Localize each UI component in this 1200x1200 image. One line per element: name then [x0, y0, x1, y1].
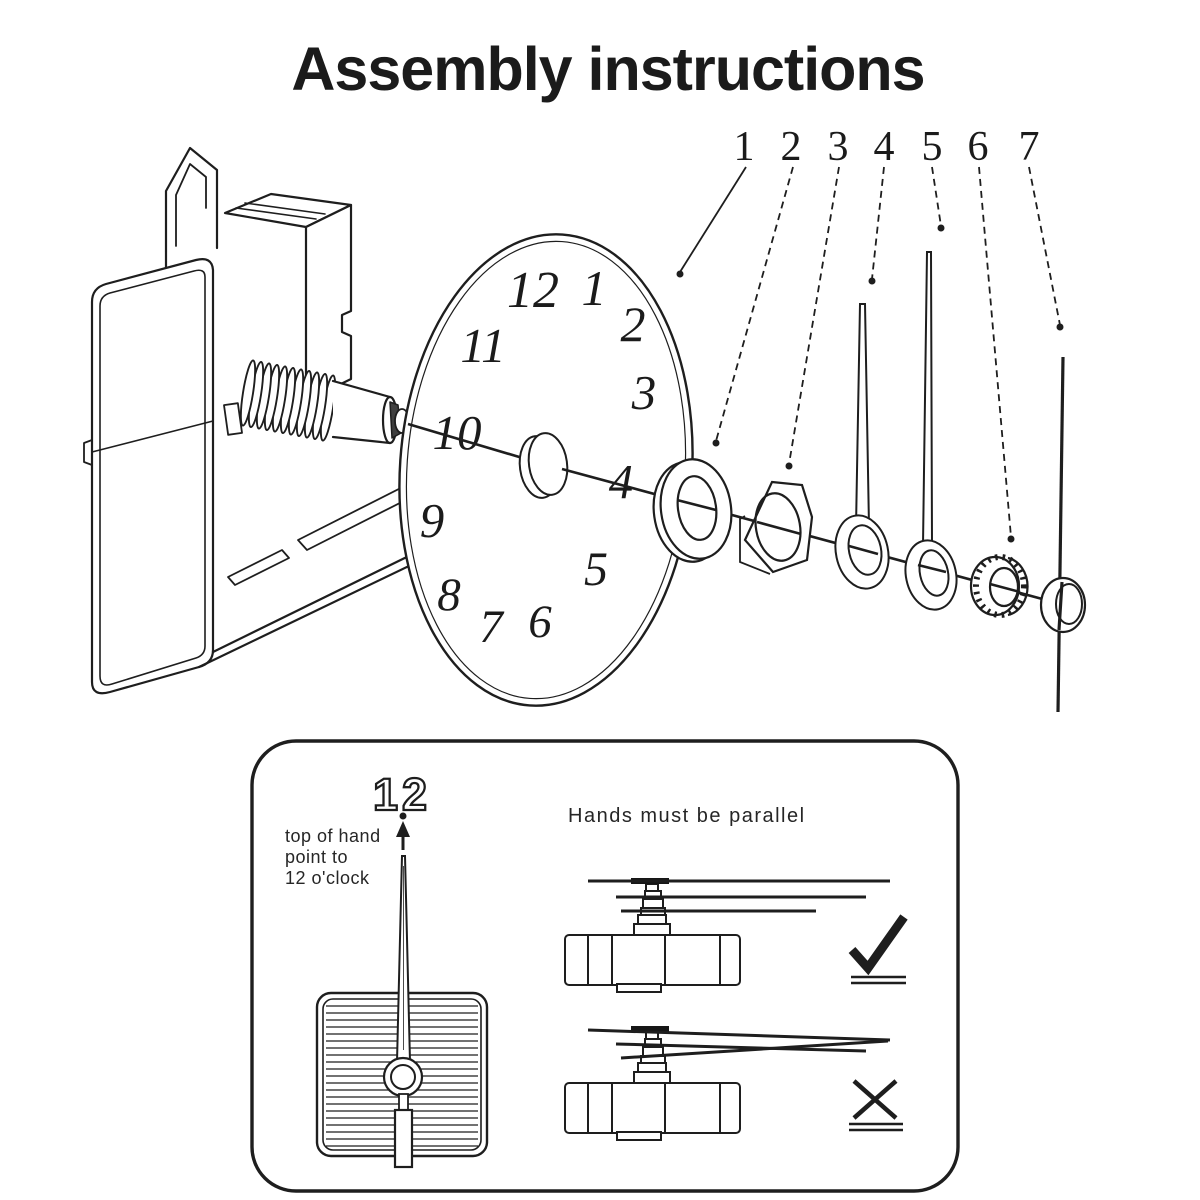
part-number-4: 4 [874, 124, 895, 170]
panel-pendulum-tab [393, 1108, 414, 1169]
panel-dial-12: 12 [373, 769, 431, 820]
dial-numeral: 6 [528, 596, 552, 648]
movement-right-face [304, 203, 353, 403]
page-title: Assembly instructions [291, 35, 924, 103]
part-leader-lines [679, 166, 1061, 538]
panel-movement-front [315, 855, 489, 1169]
dial-center-hole [518, 432, 569, 499]
part-number-5: 5 [922, 124, 943, 170]
dial-numeral: 11 [460, 318, 505, 373]
leader-line-7 [1028, 166, 1061, 326]
leader-line-5 [931, 166, 942, 227]
axis-line [407, 422, 527, 461]
second-hand [1039, 356, 1087, 713]
threaded-shaft [239, 359, 337, 442]
dial-numeral: 1 [582, 260, 607, 316]
dial-numeral: 12 [507, 262, 559, 319]
dial-numeral: 9 [420, 493, 445, 548]
hand-note: top of hand point to 12 o'clock [285, 826, 381, 888]
movement-latch [223, 402, 243, 436]
leader-line-6 [978, 166, 1012, 538]
part-number-7: 7 [1019, 124, 1040, 170]
hex-nut [739, 480, 814, 575]
leader-dots [676, 224, 1064, 543]
part-number-1: 1 [734, 124, 755, 170]
part-number-labels: 1 2 3 4 5 6 7 [734, 124, 1040, 170]
hand-note-line-3: 12 o'clock [285, 868, 370, 888]
movement-front-face [90, 258, 215, 695]
correct-hands-diagram [564, 878, 890, 993]
cross-icon [849, 1079, 903, 1132]
washer [652, 458, 733, 563]
hour-hand [834, 303, 890, 590]
parallel-heading: Hands must be parallel [568, 805, 806, 827]
dial-numeral: 8 [437, 569, 461, 621]
up-arrow-icon [396, 821, 410, 850]
instruction-panel: 12 top of hand point to 12 o'clock Hands… [250, 739, 960, 1193]
check-icon [848, 914, 908, 985]
minute-hand [904, 251, 958, 611]
dial-numeral: 2 [621, 296, 646, 352]
leader-line-1 [679, 166, 747, 273]
hand-note-line-1: top of hand [285, 826, 381, 846]
leader-line-4 [871, 166, 885, 280]
movement-slot [227, 549, 290, 586]
leader-line-3 [788, 166, 840, 465]
knurled-nut [969, 554, 1029, 618]
dial-numeral: 5 [584, 543, 608, 596]
dial-numeral: 7 [479, 601, 505, 653]
part-number-6: 6 [968, 124, 989, 170]
hanger-hook [164, 146, 219, 253]
dial-numeral: 3 [631, 365, 657, 420]
part-number-3: 3 [828, 124, 849, 170]
incorrect-hands-diagram [564, 1026, 891, 1141]
part-number-2: 2 [781, 124, 802, 170]
twelve-marker-dot [399, 812, 407, 820]
hand-note-line-2: point to [285, 847, 348, 867]
